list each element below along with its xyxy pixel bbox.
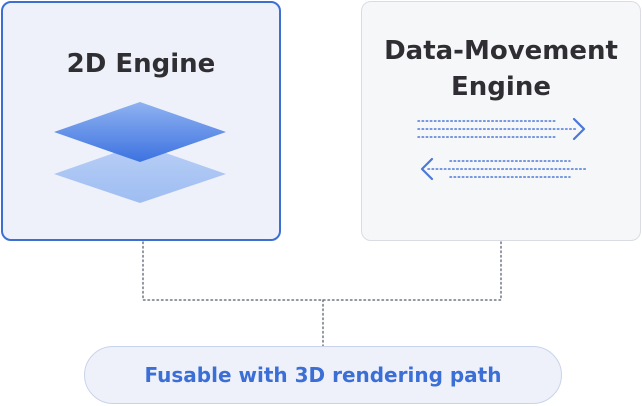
connector-right <box>322 241 502 301</box>
bidirectional-arrows-icon <box>417 117 587 181</box>
title-line-2: Engine <box>451 72 551 102</box>
title-line-1: Data-Movement <box>384 36 618 66</box>
connector-left <box>142 241 324 301</box>
fusable-3d-rendering-pill: Fusable with 3D rendering path <box>84 346 562 404</box>
pill-label: Fusable with 3D rendering path <box>144 363 502 387</box>
bottom-layer <box>54 144 226 203</box>
left-arrowhead-icon <box>420 157 434 181</box>
2d-engine-title: 2D Engine <box>66 49 216 79</box>
top-layer <box>54 102 226 162</box>
data-movement-engine-title: Data-Movement Engine <box>362 33 640 105</box>
right-arrowhead-icon <box>572 117 586 141</box>
stacked-layers-icon <box>54 102 226 203</box>
